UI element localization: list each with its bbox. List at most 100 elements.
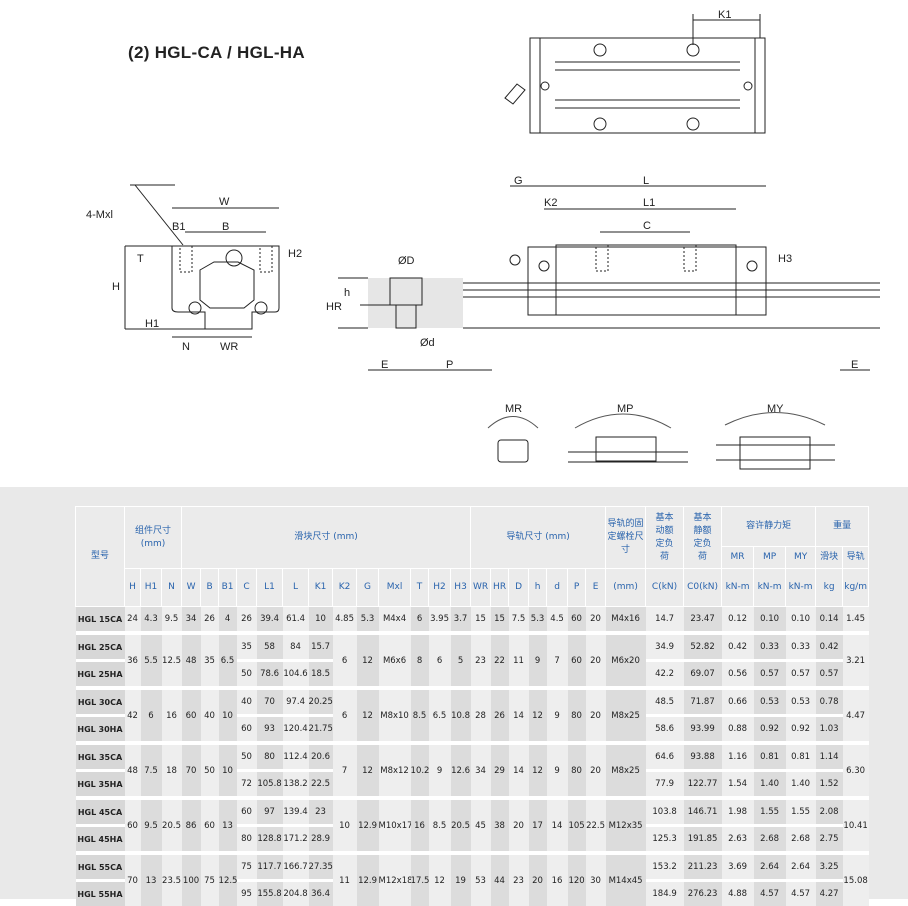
column-header: d	[547, 569, 568, 607]
table-cell: 4.3	[141, 607, 162, 634]
label-g: G	[514, 175, 523, 187]
table-cell: 1.52	[816, 771, 843, 799]
table-cell: 28.9	[309, 826, 333, 854]
table-cell: 4.5	[547, 607, 568, 634]
table-cell: 80	[237, 826, 257, 854]
table-cell: 1.54	[722, 771, 754, 799]
table-cell: M8x12	[379, 743, 411, 798]
table-cell: 5.3	[529, 607, 547, 634]
label-od-small: Ød	[420, 337, 435, 349]
table-cell: 72	[237, 771, 257, 799]
column-header: kN-m	[786, 569, 816, 607]
table-cell: 4.27	[816, 881, 843, 906]
table-cell: 0.57	[786, 661, 816, 689]
table-cell: 155.8	[257, 881, 283, 906]
table-cell: 0.81	[754, 743, 786, 771]
table-cell: 28	[471, 688, 491, 743]
table-cell: 153.2	[646, 853, 684, 881]
table-cell: 4	[219, 607, 237, 634]
table-cell: M14x45	[606, 853, 646, 906]
table-cell: 120	[568, 853, 586, 906]
table-cell: 6.30	[843, 743, 869, 798]
table-cell: 8	[411, 633, 429, 688]
side-view-drawing: ØD h HR Ød E P G L K2 L1 C H3 E	[326, 175, 880, 371]
table-cell: 26	[237, 607, 257, 634]
table-cell: 2.08	[816, 798, 843, 826]
label-n: N	[182, 341, 190, 353]
table-cell: 75	[201, 853, 219, 906]
table-cell: 60	[125, 798, 141, 853]
table-cell: 204.8	[283, 881, 309, 906]
table-cell: 0.42	[722, 633, 754, 661]
table-cell: 191.85	[684, 826, 722, 854]
table-cell: M8x10	[379, 688, 411, 743]
table-cell: HGL 45HA	[76, 826, 125, 854]
table-cell: M4x16	[606, 607, 646, 634]
table-cell: 19	[451, 853, 471, 906]
table-cell: 138.2	[283, 771, 309, 799]
table-cell: 20	[586, 607, 606, 634]
label-mr: MR	[505, 403, 522, 415]
table-cell: M6x20	[606, 633, 646, 688]
table-cell: 1.14	[816, 743, 843, 771]
table-cell: 3.7	[451, 607, 471, 634]
table-cell: HGL 30CA	[76, 688, 125, 716]
table-cell: 10	[219, 688, 237, 743]
table-cell: 17	[529, 798, 547, 853]
table-cell: 60	[237, 716, 257, 744]
column-header: T	[411, 569, 429, 607]
table-cell: 93	[257, 716, 283, 744]
table-cell: 14	[509, 688, 529, 743]
table-cell: 77.9	[646, 771, 684, 799]
table-cell: 6.5	[429, 688, 451, 743]
header-weight: 重量	[816, 507, 869, 547]
label-l1: L1	[643, 197, 655, 209]
table-cell: 13	[219, 798, 237, 853]
table-cell: 4.47	[843, 688, 869, 743]
table-cell: 23.47	[684, 607, 722, 634]
table-cell: 3.25	[816, 853, 843, 881]
column-header: W	[182, 569, 201, 607]
table-cell: 0.10	[786, 607, 816, 634]
table-cell: 11	[333, 853, 357, 906]
table-cell: 16	[411, 798, 429, 853]
table-cell: 50	[237, 661, 257, 689]
label-wr: WR	[220, 341, 238, 353]
table-cell: 9	[429, 743, 451, 798]
table-cell: 3.69	[722, 853, 754, 881]
table-cell: 80	[257, 743, 283, 771]
table-cell: 6.5	[219, 633, 237, 688]
table-cell: 18	[162, 743, 182, 798]
table-cell: 4.57	[754, 881, 786, 906]
header-block: 滑块尺寸 (mm)	[182, 507, 471, 569]
table-cell: 7	[333, 743, 357, 798]
table-cell: 86	[182, 798, 201, 853]
label-rail-h: h	[344, 287, 350, 299]
table-cell: M10x17	[379, 798, 411, 853]
table-cell: 70	[125, 853, 141, 906]
column-header: kN-m	[754, 569, 786, 607]
column-header: WR	[471, 569, 491, 607]
table-cell: 0.12	[722, 607, 754, 634]
table-cell: 69.07	[684, 661, 722, 689]
column-header: D	[509, 569, 529, 607]
table-cell: 6	[411, 607, 429, 634]
column-header: h	[529, 569, 547, 607]
table-cell: 0.14	[816, 607, 843, 634]
table-cell: 4.88	[722, 881, 754, 906]
table-cell: 35	[237, 633, 257, 661]
table-cell: 105.8	[257, 771, 283, 799]
header-dynamic-load: 基本动额定负荷	[646, 507, 684, 569]
table-cell: HGL 25CA	[76, 633, 125, 661]
table-cell: M12x18	[379, 853, 411, 906]
table-cell: 48	[125, 743, 141, 798]
table-cell: 0.10	[754, 607, 786, 634]
table-cell: 211.23	[684, 853, 722, 881]
header-mr: MR	[722, 547, 754, 569]
table-cell: 17.5	[411, 853, 429, 906]
table-cell: M6x6	[379, 633, 411, 688]
table-cell: 53	[471, 853, 491, 906]
table-cell: 6	[429, 633, 451, 688]
